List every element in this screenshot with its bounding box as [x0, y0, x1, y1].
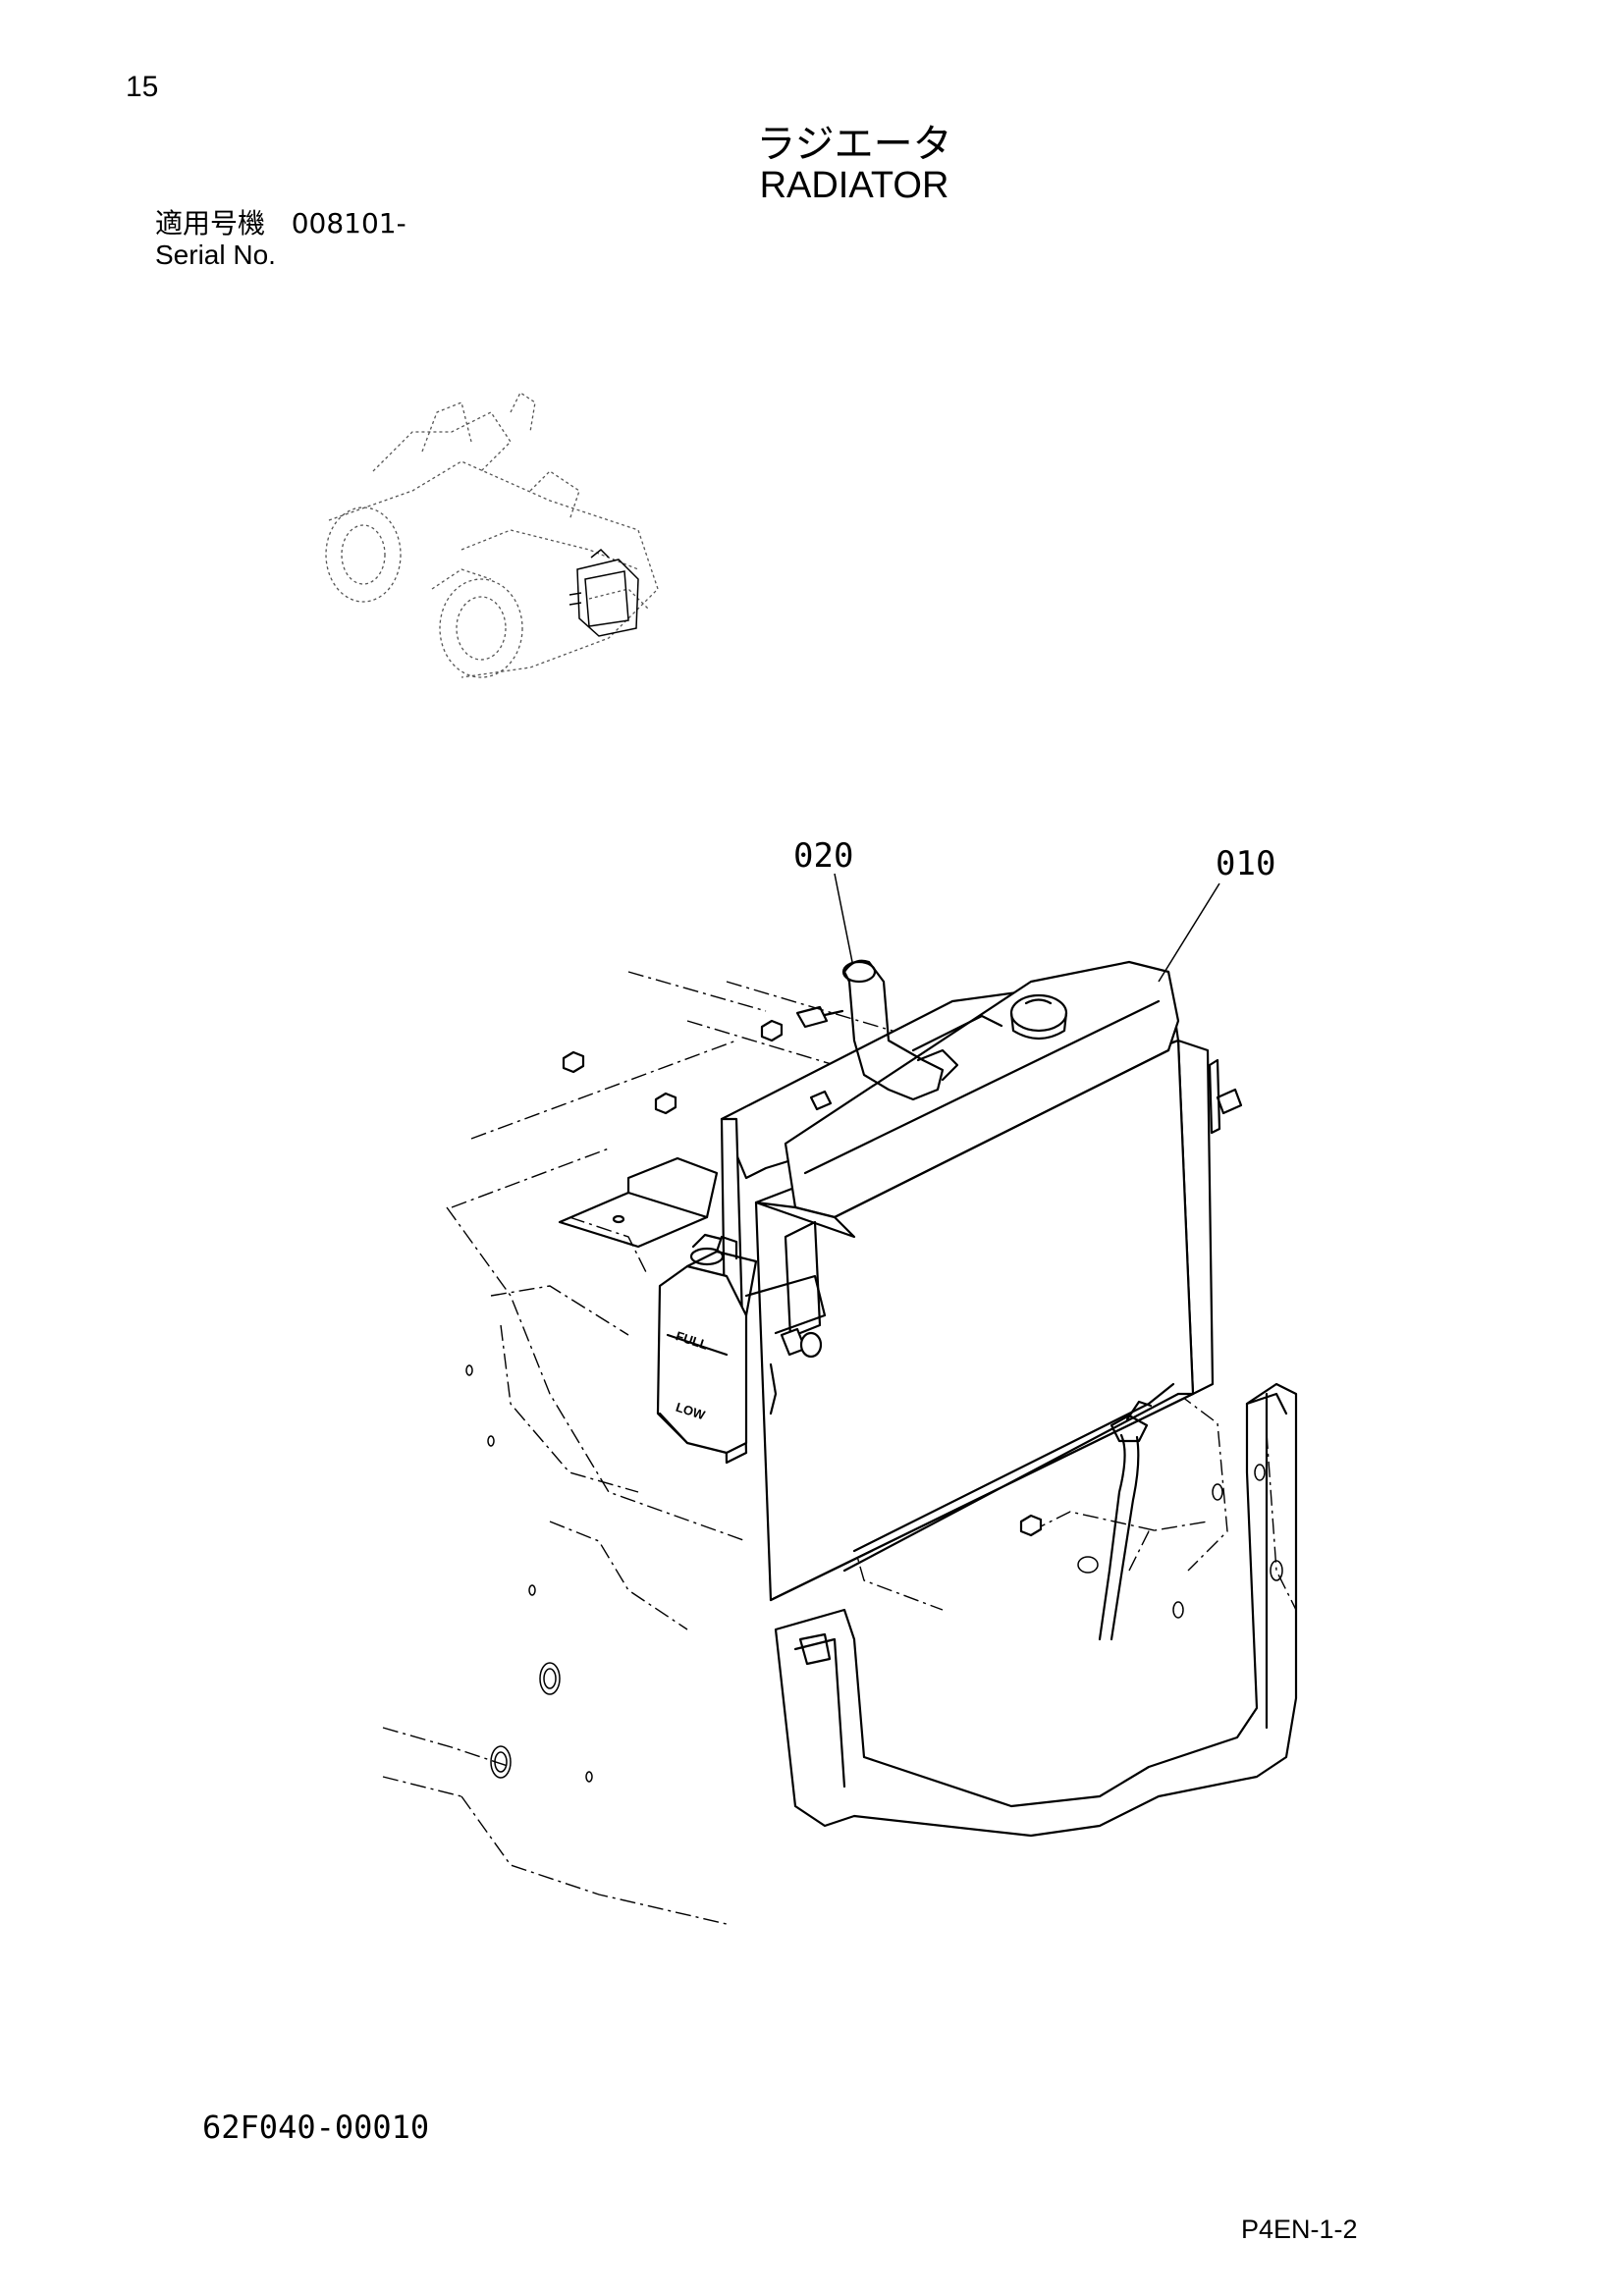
- page-title: RADIATOR: [759, 165, 949, 206]
- callout-radiator-010: 010: [1216, 844, 1276, 883]
- serial-label-japanese: 適用号機 008101-: [155, 202, 406, 241]
- page-code: P4EN-1-2: [1241, 2215, 1358, 2244]
- drawing-code: 62F040-00010: [202, 2109, 430, 2146]
- callout-hose-020: 020: [793, 836, 854, 876]
- page-number: 15: [126, 71, 159, 103]
- serial-label: Serial No.: [155, 240, 276, 270]
- page-title-japanese: ラジエータ: [756, 122, 952, 167]
- serial-number-value: 008101-: [291, 207, 406, 240]
- serial-label-ja-text: 適用号機: [155, 207, 266, 240]
